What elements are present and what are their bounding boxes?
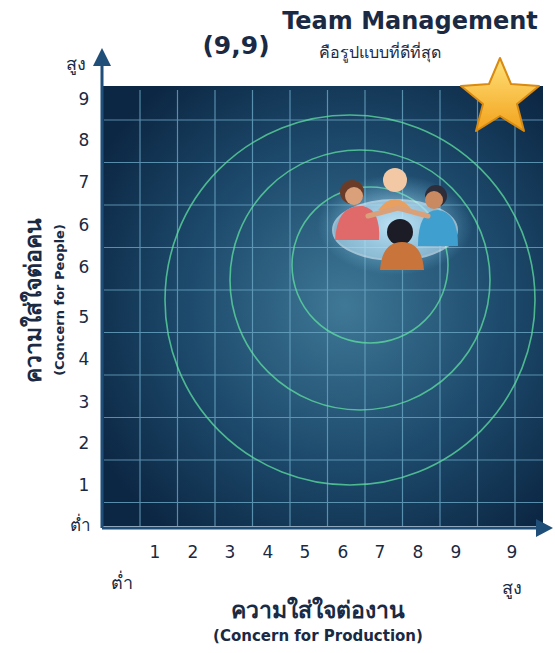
axis-number: 3 <box>79 393 90 413</box>
axis-end-label: ต่ำ <box>111 573 133 594</box>
axis-number: 9 <box>451 543 462 563</box>
axis-number: 8 <box>79 131 90 151</box>
axis-number: 1 <box>150 543 161 563</box>
axis-number: 1 <box>79 476 90 496</box>
axis-number: 7 <box>375 543 386 563</box>
axis-number: 6 <box>338 543 349 563</box>
axis-number: 2 <box>188 543 199 563</box>
grid-panel <box>103 86 543 526</box>
axis-subtitle: (Concern for People) <box>53 224 68 376</box>
axis-number: 6 <box>79 216 90 236</box>
axis-number: 2 <box>79 434 90 454</box>
axis-number: 6 <box>79 258 90 278</box>
axis-number: 8 <box>413 543 424 563</box>
axis-title: ความใส่ใจต่อคน <box>20 218 46 383</box>
axis-number: 7 <box>79 173 90 193</box>
team-illustration <box>317 168 473 275</box>
coordinate-label: (9,9) <box>202 32 269 61</box>
axis-end-label: ต่ำ <box>70 516 91 536</box>
axis-number: 5 <box>79 308 90 328</box>
axis-number: 9 <box>79 90 90 110</box>
axis-number: 3 <box>225 543 236 563</box>
grid-lines <box>104 90 543 526</box>
star-icon <box>461 58 539 131</box>
style-title: Team Management <box>282 8 538 36</box>
target-rings <box>165 115 535 485</box>
axis-number: 9 <box>507 543 518 563</box>
axis-number: 5 <box>300 543 311 563</box>
style-note: คือรูปแบบที่ดีที่สุด <box>319 44 441 62</box>
axis-number: 4 <box>79 350 90 370</box>
axis-subtitle: (Concern for Production) <box>213 628 423 645</box>
axis-number: 4 <box>263 543 274 563</box>
axis-title: ความใส่ใจต่องาน <box>231 597 405 623</box>
axis-end-label: สูง <box>66 54 86 75</box>
axis-end-label: สูง <box>502 578 522 599</box>
axes <box>93 48 553 537</box>
